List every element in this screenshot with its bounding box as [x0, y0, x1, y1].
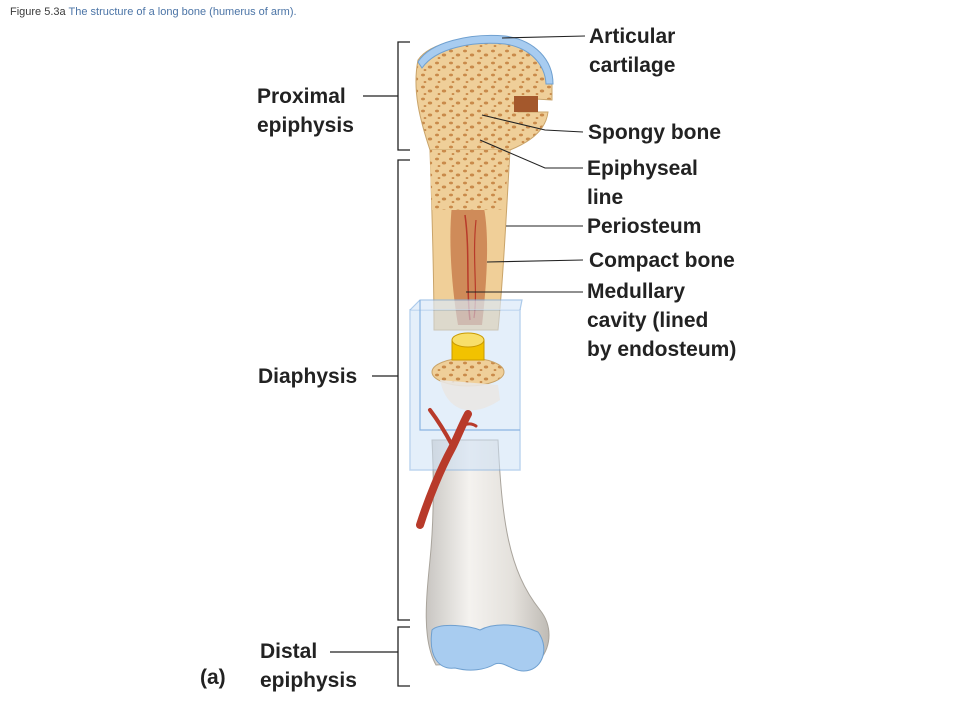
label-line: Medullary — [587, 280, 686, 303]
label-proximal-epiphysis: Proximal epiphysis — [257, 82, 354, 140]
label-line: epiphysis — [260, 669, 357, 692]
label-spongy-bone: Spongy bone — [588, 118, 721, 147]
label-diaphysis: Diaphysis — [258, 362, 357, 391]
label-line: cartilage — [589, 54, 676, 77]
label-line: Periosteum — [587, 215, 702, 238]
leader-lines — [466, 35, 586, 293]
label-line: cavity (lined — [587, 309, 709, 332]
label-medullary-cavity: Medullary cavity (lined by endosteum) — [587, 277, 736, 364]
distal-cartilage — [430, 624, 545, 672]
label-line: Epiphyseal — [587, 157, 698, 180]
label-line: Compact bone — [589, 249, 735, 272]
label-line: Spongy bone — [588, 121, 721, 144]
label-distal-epiphysis: Distal epiphysis — [260, 637, 357, 695]
figure-number: Figure 5.3a — [10, 6, 66, 18]
leader-spongy-bone — [481, 114, 584, 133]
leader-compact-bone — [486, 259, 584, 263]
label-line: Diaphysis — [258, 365, 358, 388]
diaphysis-bracket — [372, 159, 410, 621]
label-epiphyseal-line: Epiphyseal line — [587, 154, 698, 212]
leader-epiphyseal-line — [479, 139, 583, 169]
articular-cartilage-shape — [417, 34, 554, 85]
label-compact-bone: Compact bone — [589, 246, 735, 275]
label-articular-cartilage: Articular cartilage — [589, 22, 675, 80]
leader-articular-cartilage — [501, 35, 586, 39]
panel-label: (a) — [200, 666, 226, 689]
label-line: line — [587, 186, 624, 209]
label-line: Proximal — [257, 85, 346, 108]
label-line: Distal — [260, 640, 318, 663]
label-line: by endosteum) — [587, 338, 737, 361]
medullary-cavity-shape — [450, 199, 488, 325]
cut-notch — [514, 96, 538, 112]
distal-epiphysis-bracket — [330, 626, 410, 687]
label-periosteum: Periosteum — [587, 212, 701, 241]
label-line: epiphysis — [257, 114, 354, 137]
label-line: Articular — [589, 25, 676, 48]
figure-caption: Figure 5.3a The structure of a long bone… — [10, 6, 297, 18]
proximal-epiphysis-bracket — [363, 41, 410, 151]
figure-description: The structure of a long bone (humerus of… — [68, 6, 297, 18]
